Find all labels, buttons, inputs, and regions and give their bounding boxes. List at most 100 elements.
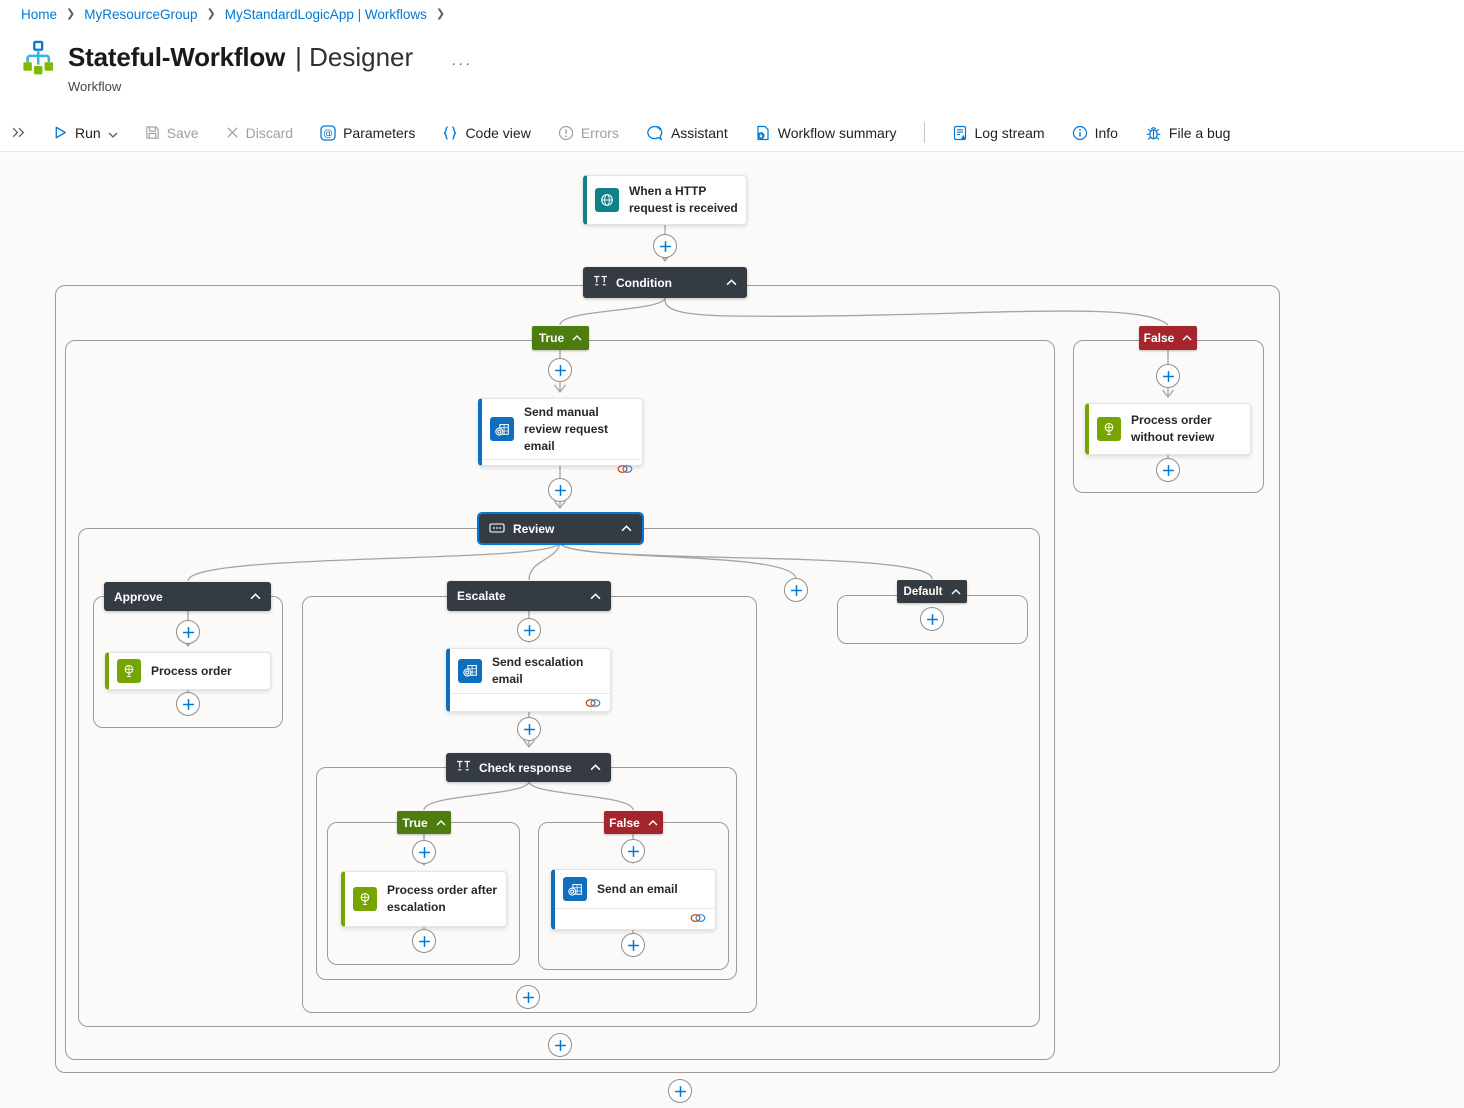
collapse-chevron-icon[interactable] (250, 593, 261, 600)
check-response-condition-node[interactable]: Check response (446, 753, 611, 782)
play-icon (53, 125, 68, 140)
error-circle-icon (558, 125, 574, 141)
action-node-process-order-without-review[interactable]: Process order without review (1085, 403, 1251, 455)
api-connector-icon (353, 887, 377, 911)
add-action-button[interactable] (920, 607, 944, 631)
svg-text:@: @ (323, 128, 333, 139)
add-action-button[interactable] (517, 717, 541, 741)
collapse-chevron-icon[interactable] (572, 335, 582, 341)
default-case-header[interactable]: Default (897, 580, 967, 603)
add-action-button[interactable] (621, 933, 645, 957)
breadcrumb-resource-group[interactable]: MyResourceGroup (84, 7, 198, 22)
add-action-button[interactable] (1156, 458, 1180, 482)
collapse-chevron-icon[interactable] (648, 819, 658, 826)
collapse-chevron-icon[interactable] (590, 764, 601, 771)
condition-node[interactable]: Condition (583, 267, 747, 298)
parameters-button[interactable]: @ Parameters (320, 125, 415, 141)
action-label: Process order without review (1131, 413, 1215, 444)
outlook-icon (490, 417, 514, 442)
escalate-case-header[interactable]: Escalate (447, 581, 611, 611)
info-button[interactable]: Info (1072, 125, 1118, 141)
check-false-badge[interactable]: False (604, 811, 663, 834)
toolbar-divider (923, 122, 925, 143)
collapse-chevron-icon[interactable] (590, 592, 601, 600)
action-label: Send manual review request email (524, 405, 609, 453)
approve-case-header[interactable]: Approve (104, 582, 271, 611)
check-true-badge[interactable]: True (397, 811, 451, 834)
action-node-send-manual-review-email[interactable]: Send manual review request email (478, 398, 643, 474)
discard-button: Discard (226, 125, 293, 141)
condition-label: Condition (616, 275, 672, 290)
expand-panel-icon[interactable] (11, 126, 26, 139)
trigger-node-http-request[interactable]: When a HTTP request is received (583, 175, 747, 225)
save-button: Save (145, 125, 199, 141)
true-branch-badge[interactable]: True (532, 326, 589, 350)
code-view-button[interactable]: Code view (442, 125, 531, 141)
add-action-button[interactable] (621, 839, 645, 863)
add-action-button[interactable] (412, 840, 436, 864)
switch-icon (489, 520, 505, 538)
api-connector-icon (1097, 417, 1121, 441)
close-icon (226, 126, 239, 139)
action-node-process-order-after-escalation[interactable]: Process order after escalation (341, 871, 507, 927)
connection-link-icon (617, 461, 633, 479)
add-action-button[interactable] (412, 929, 436, 953)
save-icon (145, 125, 160, 140)
add-action-button[interactable] (517, 618, 541, 642)
breadcrumb-home[interactable]: Home (21, 7, 58, 22)
log-stream-icon (952, 125, 968, 141)
collapse-chevron-icon[interactable] (1182, 335, 1192, 341)
log-stream-button[interactable]: Log stream (952, 125, 1045, 141)
review-switch-node[interactable]: Review (477, 512, 644, 545)
at-sign-icon: @ (320, 124, 336, 141)
page-title-mode: | Designer (295, 42, 414, 72)
breadcrumb-logic-app-workflows[interactable]: MyStandardLogicApp | Workflows (224, 7, 427, 22)
add-action-button[interactable] (548, 1033, 572, 1057)
add-action-button[interactable] (516, 985, 540, 1009)
add-action-button[interactable] (548, 358, 572, 382)
add-action-button[interactable] (668, 1079, 692, 1103)
collapse-chevron-icon[interactable] (621, 525, 632, 532)
info-circle-icon (1072, 125, 1088, 141)
add-case-button[interactable] (784, 578, 808, 602)
workflow-logo-icon (22, 40, 54, 81)
condition-icon (593, 274, 608, 292)
chevron-right-icon: ❯ (66, 8, 76, 20)
action-node-send-an-email[interactable]: Send an email (551, 869, 716, 930)
trigger-label: When a HTTP request is received (629, 184, 738, 215)
file-a-bug-button[interactable]: File a bug (1145, 125, 1230, 141)
action-label: Process order after escalation (387, 883, 498, 914)
action-label: Send an email (597, 881, 678, 896)
add-action-button[interactable] (548, 478, 572, 502)
add-action-button[interactable] (1156, 364, 1180, 388)
chevron-down-icon (108, 125, 118, 141)
errors-button: Errors (558, 125, 619, 141)
run-button[interactable]: Run (53, 125, 118, 141)
action-node-process-order[interactable]: Process order (105, 652, 271, 690)
add-action-button[interactable] (653, 234, 677, 258)
page-subtitle: Workflow (68, 79, 122, 94)
false-branch-badge[interactable]: False (1139, 326, 1197, 350)
assistant-button[interactable]: Assistant (646, 125, 728, 141)
breadcrumb: Home ❯ MyResourceGroup ❯ MyStandardLogic… (21, 7, 445, 22)
collapse-chevron-icon[interactable] (436, 819, 446, 826)
connection-link-icon (690, 910, 706, 928)
page-title: Stateful-Workflow (68, 42, 286, 72)
page-header: Stateful-Workflow | Designer ··· (22, 40, 472, 81)
workflow-summary-button[interactable]: Workflow summary (755, 125, 897, 141)
collapse-chevron-icon[interactable] (726, 279, 737, 286)
more-options-button[interactable]: ··· (451, 55, 473, 72)
collapse-chevron-icon[interactable] (951, 588, 961, 595)
api-connector-icon (117, 659, 141, 683)
add-action-button[interactable] (176, 620, 200, 644)
document-download-icon (755, 125, 771, 141)
command-bar: Run Save Discard @ Parameters Code view … (0, 114, 1464, 152)
http-request-icon (595, 188, 619, 212)
action-label: Send escalation email (492, 655, 584, 686)
chevron-right-icon: ❯ (435, 8, 446, 20)
braces-icon (442, 125, 458, 141)
add-action-button[interactable] (176, 692, 200, 716)
chevron-right-icon: ❯ (206, 8, 216, 20)
action-node-send-escalation-email[interactable]: Send escalation email (446, 648, 611, 712)
